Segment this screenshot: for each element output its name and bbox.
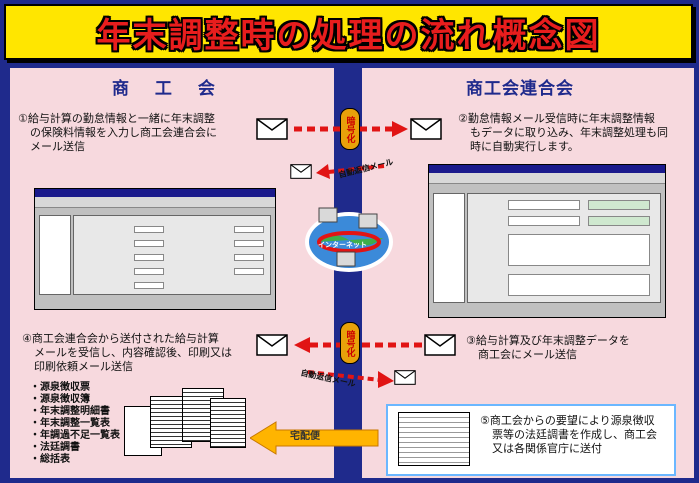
step3-line2: 商工会にメール送信 <box>478 348 577 361</box>
reply-envelope-icon <box>394 370 416 385</box>
send-arrow-left-icon <box>294 337 422 353</box>
step5-line2: 票等の法廷調書を作成し、商工会 <box>492 428 657 441</box>
right-heading: 商工会連合会 <box>466 79 574 99</box>
mail-envelope-icon <box>410 118 442 140</box>
output-item: ・年末調整一覧表 <box>30 418 110 429</box>
output-item: ・法廷調書 <box>30 442 80 453</box>
encrypt-badge-top: 暗号化 <box>340 108 360 150</box>
step1-line3: メール送信 <box>30 140 85 153</box>
output-documents-list: ・源泉徴収票 ・源泉徴収簿 ・年末調整明細書 ・年末調整一覧表 ・年調過不足一覧… <box>30 382 120 466</box>
step4-line3: 印刷依頼メール送信 <box>34 360 133 373</box>
encrypt-badge-bottom: 暗号化 <box>340 322 360 364</box>
step1-text: ①給与計算の勤怠情報と一緒に年末調整 の保険料情報を入力し商工会連合会に メール… <box>18 112 276 154</box>
step1-line1: ①給与計算の勤怠情報と一緒に年末調整 <box>18 112 215 125</box>
step5-line3: 又は各関係官庁に送付 <box>492 442 602 455</box>
delivery-label: 宅配便 <box>290 431 320 442</box>
printed-paper-icon <box>210 398 246 448</box>
mail-envelope-icon <box>256 334 288 356</box>
step4-line1: ④商工会連合会から送付された給与計算 <box>22 332 219 345</box>
shokokai-app-screenshot <box>34 188 276 310</box>
legal-document-icon <box>398 412 470 466</box>
step4-line2: メールを受信し、内容確認後、印刷又は <box>34 346 232 359</box>
mail-envelope-icon <box>256 118 288 140</box>
rengokai-app-screenshot <box>428 164 666 318</box>
step4-text: ④商工会連合会から送付された給与計算 メールを受信し、内容確認後、印刷又は 印刷… <box>22 332 284 374</box>
reply-arrow-left-icon <box>316 164 385 179</box>
left-heading: 商 工 会 <box>112 79 225 99</box>
reply-envelope-icon <box>290 164 312 179</box>
step2-line2: もデータに取り込み、年末調整処理も同 <box>470 126 668 139</box>
internet-globe-icon <box>305 207 393 272</box>
output-item: ・源泉徴収票 <box>30 382 90 393</box>
send-arrow-right-icon <box>294 121 408 137</box>
step3-text: ③給与計算及び年末調整データを 商工会にメール送信 <box>466 334 686 362</box>
title-banner: 年末調整時の処理の流れ概念図 <box>4 4 693 60</box>
mail-envelope-icon <box>424 334 456 356</box>
output-item: ・年末調整明細書 <box>30 406 110 417</box>
output-item: ・源泉徴収簿 <box>30 394 90 405</box>
output-item: ・年調過不足一覧表 <box>30 430 120 441</box>
reply-arrow-right-icon <box>307 370 394 388</box>
globe-label: インターネット <box>318 241 367 249</box>
step5-line1: ⑤商工会からの要望により源泉徴収 <box>480 414 655 427</box>
step5-text: ⑤商工会からの要望により源泉徴収 票等の法廷調書を作成し、商工会 又は各関係官庁… <box>480 414 670 456</box>
step3-line1: ③給与計算及び年末調整データを <box>466 334 630 347</box>
step2-text: ②勤怠情報メール受信時に年末調整情報 もデータに取り込み、年末調整処理も同 時に… <box>458 112 694 154</box>
delivery-arrow-icon <box>250 421 379 455</box>
step1-line2: の保険料情報を入力し商工会連合会に <box>30 126 217 139</box>
output-item: ・総括表 <box>30 454 70 465</box>
page-title: 年末調整時の処理の流れ概念図 <box>96 15 601 56</box>
step5-box: ⑤商工会からの要望により源泉徴収 票等の法廷調書を作成し、商工会 又は各関係官庁… <box>386 404 676 476</box>
step2-line1: ②勤怠情報メール受信時に年末調整情報 <box>458 112 655 125</box>
step2-line3: 時に自動実行します。 <box>470 140 579 153</box>
